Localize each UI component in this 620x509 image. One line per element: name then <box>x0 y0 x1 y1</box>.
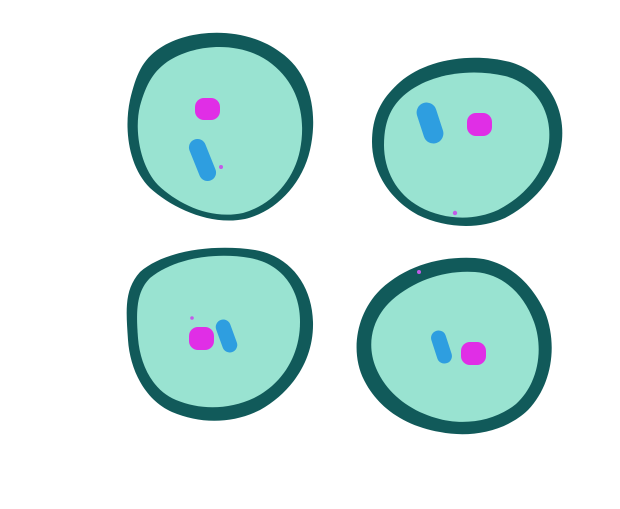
organelle <box>431 330 452 364</box>
cytoplasm <box>371 271 539 422</box>
nucleus <box>195 98 220 120</box>
organelle <box>215 319 238 353</box>
speck <box>452 210 458 216</box>
organelle <box>188 138 217 182</box>
cell-top-right <box>372 57 563 226</box>
nucleus <box>461 342 486 365</box>
nucleus <box>467 113 492 136</box>
cytoplasm <box>137 46 303 215</box>
cell-top-left <box>127 32 314 221</box>
organelle <box>416 102 444 144</box>
cell-bottom-right <box>356 257 552 435</box>
speck <box>190 316 194 320</box>
speck <box>417 270 421 274</box>
cell-bottom-left <box>126 247 314 421</box>
nucleus <box>189 327 214 350</box>
speck <box>219 165 223 169</box>
